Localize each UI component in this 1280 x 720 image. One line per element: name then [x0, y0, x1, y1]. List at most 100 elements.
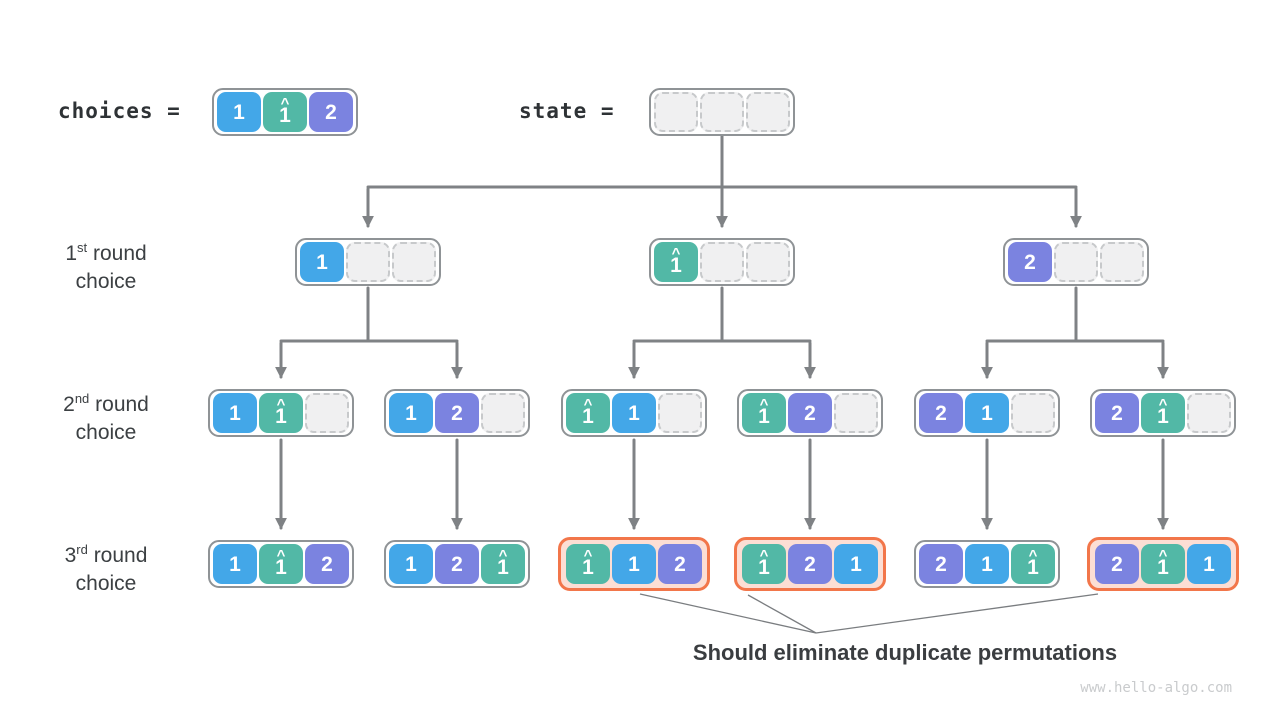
empty-slot — [481, 393, 525, 433]
hat-mark: ^ — [1158, 396, 1168, 413]
cell-value-1-hat: ^1 — [566, 544, 610, 584]
hat-mark: ^ — [276, 396, 286, 413]
row2-ordinal: nd — [74, 391, 90, 406]
row3-word: round — [93, 544, 148, 567]
hat-mark: ^ — [276, 547, 286, 564]
cell-value-2: 2 — [1008, 242, 1052, 282]
cell-digit: 1 — [279, 104, 291, 127]
empty-slot — [1100, 242, 1144, 282]
round2-node-6: 2 ^1 — [1090, 389, 1236, 437]
state-array — [649, 88, 795, 136]
state-label-text: state = — [519, 99, 615, 123]
cell-value-1: 1 — [389, 544, 433, 584]
cell-digit: 1 — [582, 405, 594, 428]
hat-mark: ^ — [759, 547, 769, 564]
cell-value-1: 1 — [612, 544, 656, 584]
row3-ordinal: rd — [76, 542, 88, 557]
cell-digit: 1 — [758, 405, 770, 428]
caption-eliminate-duplicates: Should eliminate duplicate permutations — [692, 640, 1118, 665]
cell-value-1: 1 — [213, 393, 257, 433]
choices-label-text: choices = — [58, 99, 181, 123]
cell-value-1-hat: ^1 — [1141, 544, 1185, 584]
cell-value-1: 1 — [965, 393, 1009, 433]
empty-slot — [746, 92, 790, 132]
empty-slot — [1011, 393, 1055, 433]
cell-value-1: 1 — [1187, 544, 1231, 584]
row1-line2: choice — [75, 270, 137, 293]
cell-value-1-hat: ^1 — [1011, 544, 1055, 584]
round1-node-1: 1 — [295, 238, 441, 286]
cell-value-1-hat: ^1 — [742, 544, 786, 584]
empty-slot — [346, 242, 390, 282]
cell-value-2: 2 — [435, 544, 479, 584]
cell-value-2: 2 — [788, 544, 832, 584]
empty-slot — [305, 393, 349, 433]
cell-value-1: 1 — [612, 393, 656, 433]
empty-slot — [834, 393, 878, 433]
cell-value-1: 1 — [389, 393, 433, 433]
cell-digit: 1 — [758, 556, 770, 579]
watermark: www.hello-algo.com — [1080, 680, 1232, 696]
cell-value-2: 2 — [1095, 393, 1139, 433]
cell-value-1: 1 — [965, 544, 1009, 584]
row1-word: round — [92, 242, 147, 265]
cell-value-1-hat: ^1 — [263, 92, 307, 132]
cell-digit: 1 — [1027, 556, 1039, 579]
cell-value-1-hat: ^1 — [566, 393, 610, 433]
round1-node-2: ^1 — [649, 238, 795, 286]
cell-value-1: 1 — [213, 544, 257, 584]
cell-value-2: 2 — [309, 92, 353, 132]
cell-value-1-hat: ^1 — [654, 242, 698, 282]
cell-value-1-hat: ^1 — [259, 393, 303, 433]
empty-slot — [1187, 393, 1231, 433]
cell-value-1: 1 — [300, 242, 344, 282]
row3-num: 3 — [64, 544, 77, 567]
hat-mark: ^ — [671, 245, 681, 262]
row-label-1st-round: 1st round choice — [21, 234, 191, 296]
empty-slot — [1054, 242, 1098, 282]
cell-value-2: 2 — [305, 544, 349, 584]
empty-slot — [654, 92, 698, 132]
hat-mark: ^ — [1028, 547, 1038, 564]
row2-num: 2 — [63, 393, 75, 416]
hat-mark: ^ — [583, 396, 593, 413]
cell-value-2: 2 — [919, 544, 963, 584]
row2-line2: choice — [75, 421, 137, 444]
row1-num: 1 — [65, 242, 77, 265]
row3-line2: choice — [75, 572, 137, 595]
hat-mark: ^ — [583, 547, 593, 564]
cell-value-2: 2 — [658, 544, 702, 584]
cell-digit: 1 — [497, 556, 509, 579]
hat-mark: ^ — [280, 95, 290, 112]
cell-digit: 1 — [670, 254, 682, 277]
empty-slot — [392, 242, 436, 282]
cell-value-2: 2 — [919, 393, 963, 433]
row1-ordinal: st — [77, 240, 88, 255]
cell-digit: 1 — [582, 556, 594, 579]
hat-mark: ^ — [759, 396, 769, 413]
hat-mark: ^ — [1158, 547, 1168, 564]
cell-value-1-hat: ^1 — [742, 393, 786, 433]
cell-value-1: 1 — [834, 544, 878, 584]
cell-value-2: 2 — [1095, 544, 1139, 584]
row-label-2nd-round: 2nd round choice — [21, 385, 191, 447]
empty-slot — [700, 92, 744, 132]
empty-slot — [658, 393, 702, 433]
round1-node-3: 2 — [1003, 238, 1149, 286]
cell-digit: 1 — [1157, 405, 1169, 428]
hat-mark: ^ — [498, 547, 508, 564]
row-label-3rd-round: 3rd round choice — [21, 536, 191, 598]
round2-node-1: 1^1 — [208, 389, 354, 437]
cell-digit: 1 — [1157, 556, 1169, 579]
